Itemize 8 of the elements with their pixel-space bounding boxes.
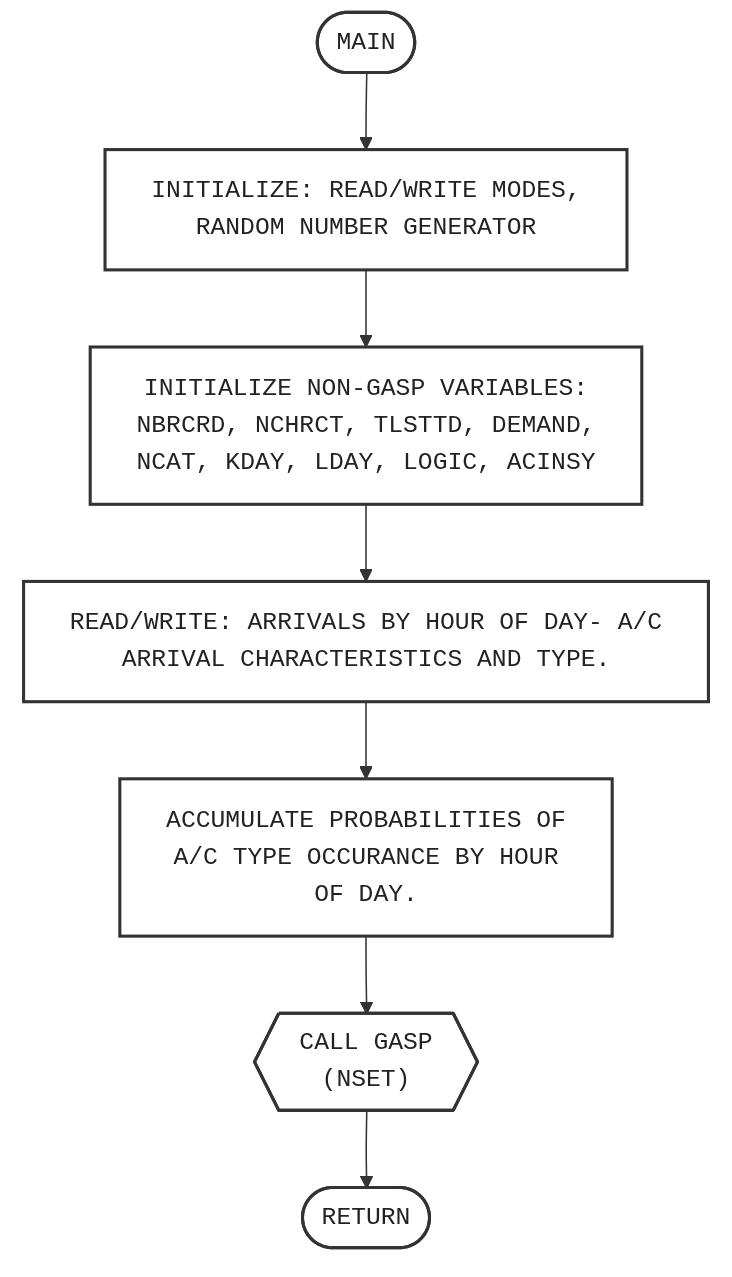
- process-box: ACCUMULATE PROBABILITIES OF A/C TYPE OCCURANCE BY HOUR OF DAY.: [118, 777, 614, 938]
- process-box: INITIALIZE NON-GASP VARIABLES: NBRCRD, NCHRCT, TLSTTD, DEMAND, NCAT, KDAY, LDAY, LOGIC, ACINSY: [88, 345, 644, 506]
- terminal-box: RETURN: [300, 1186, 432, 1250]
- call-box: CALL GASP (NSET): [253, 1011, 480, 1112]
- arrow: [359, 269, 373, 348]
- terminal-box: MAIN: [315, 10, 417, 75]
- process-box: INITIALIZE: READ/WRITE MODES, RANDOM NUMBER GENERATOR: [103, 148, 629, 272]
- process-box: READ/WRITE: ARRIVALS BY HOUR OF DAY- A/C ARRIVAL CHARACTERISTICS AND TYPE.: [22, 579, 710, 704]
